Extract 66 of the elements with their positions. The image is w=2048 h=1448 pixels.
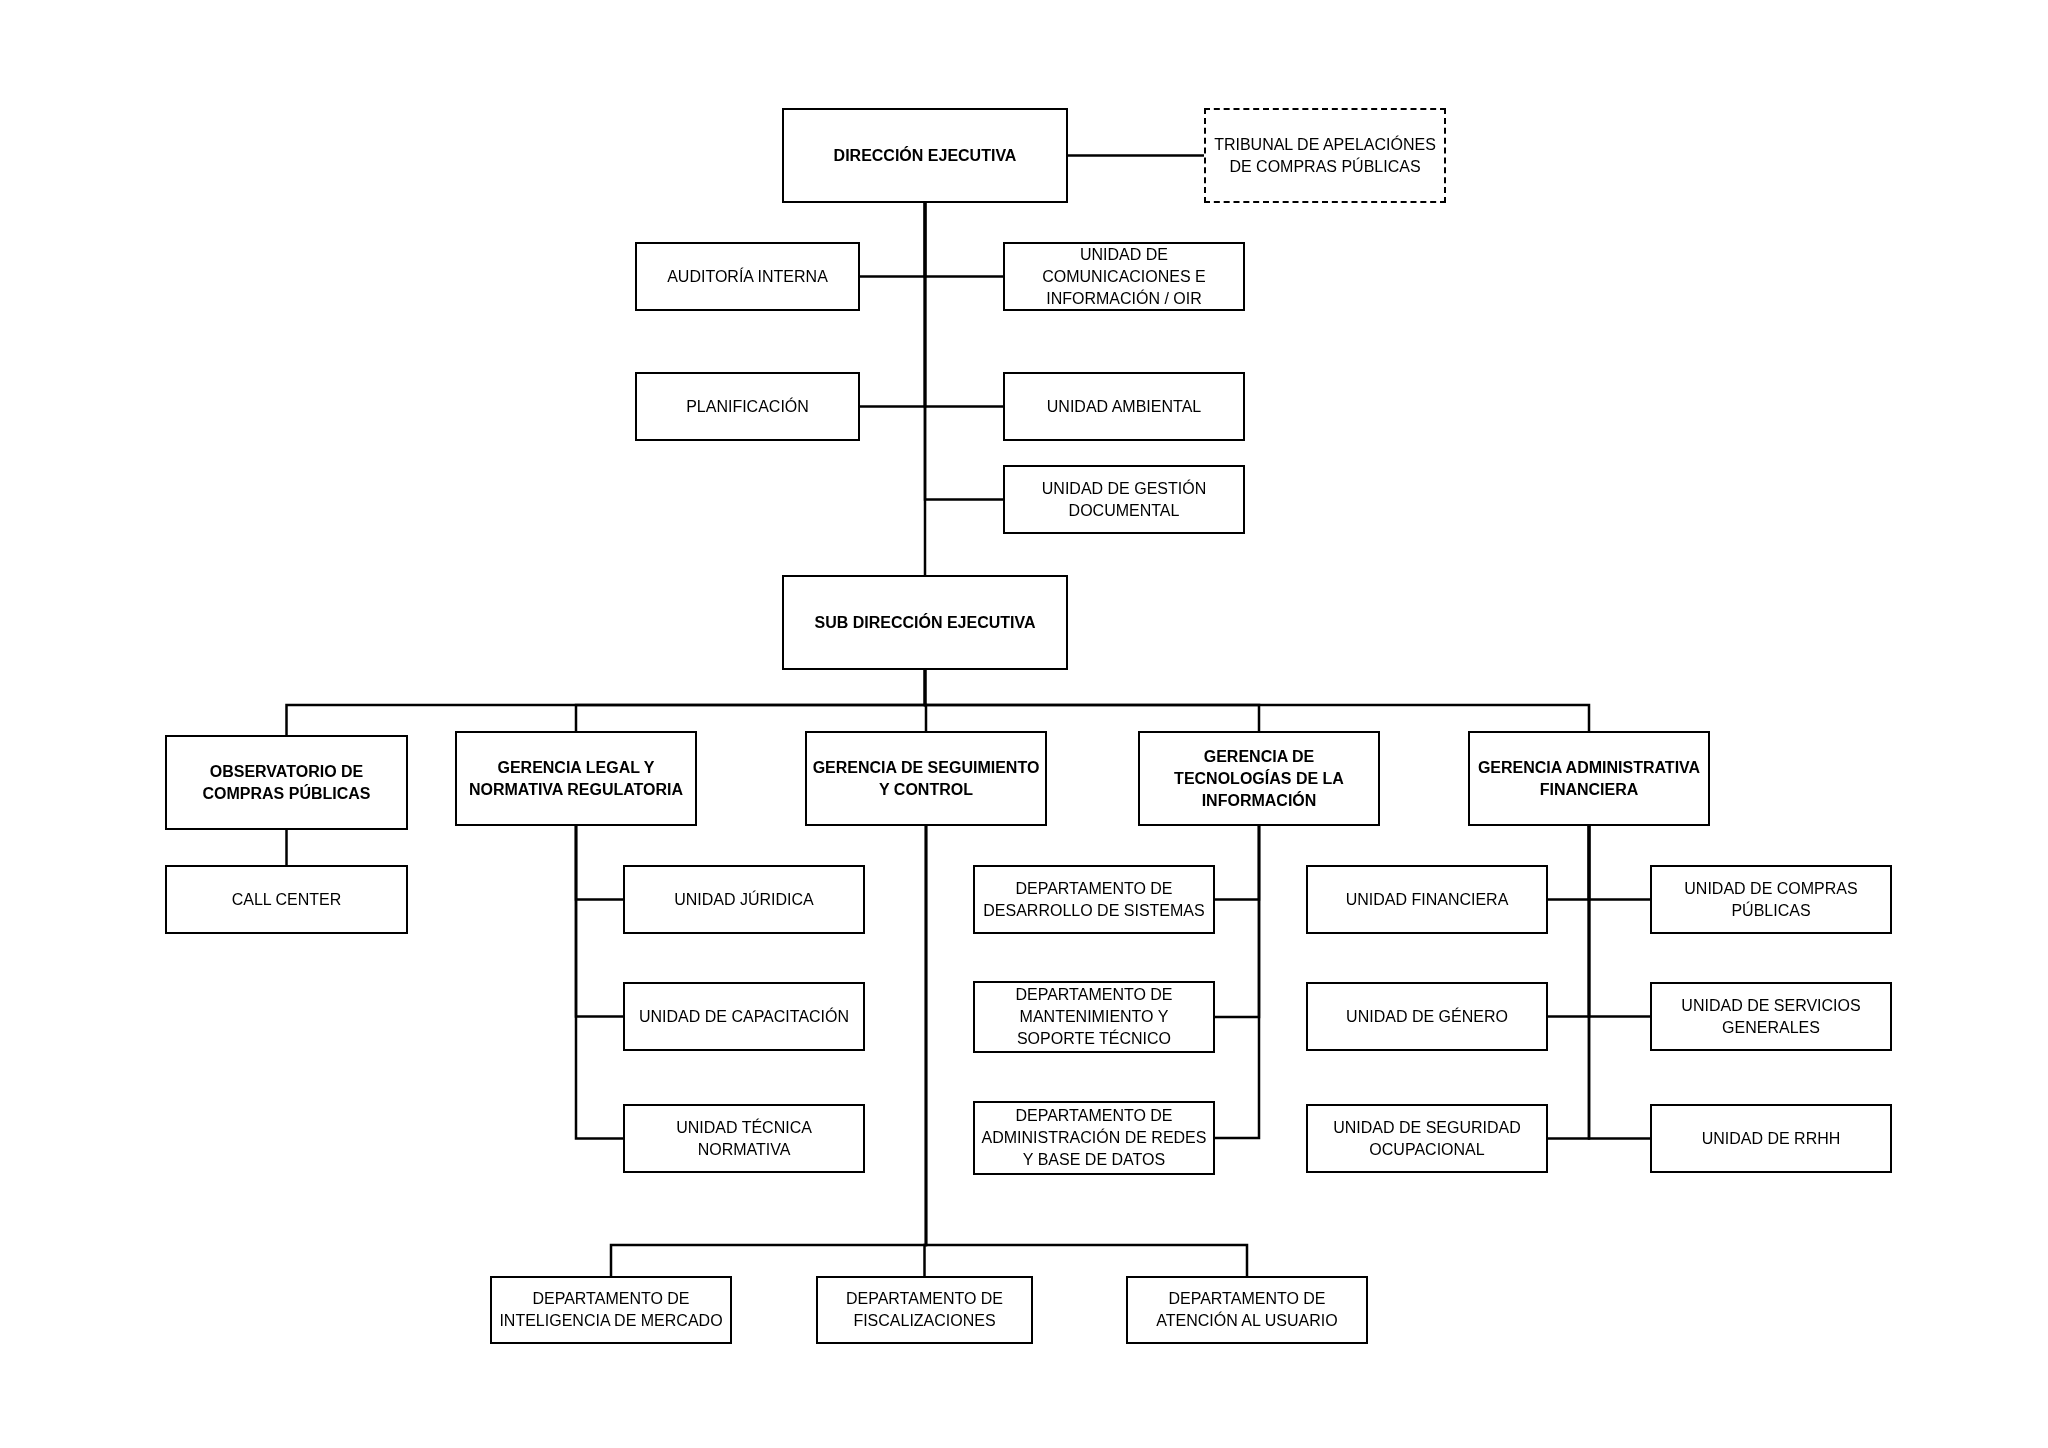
org-unit-box bbox=[1306, 1104, 1548, 1173]
unit-name: PLANIFICACIÓN bbox=[686, 396, 809, 417]
org-unit-box bbox=[1650, 1104, 1892, 1173]
org-unit-box bbox=[816, 1276, 1033, 1344]
unit-name: DEPARTAMENTO DE ADMINISTRACIÓN DE REDES Y BASE DE DATOS bbox=[980, 1106, 1208, 1170]
org-unit-box bbox=[1650, 982, 1892, 1051]
org-unit-box bbox=[805, 731, 1047, 826]
org-unit-box bbox=[455, 731, 697, 826]
unit-name: UNIDAD DE COMUNICACIONES E INFORMACIÓN / OIR bbox=[1041, 244, 1207, 309]
unit-name: UNIDAD TÉCNICA NORMATIVA bbox=[675, 1117, 813, 1160]
connector-line bbox=[923, 203, 927, 575]
org-unit-box bbox=[165, 865, 408, 934]
org-unit-box bbox=[1306, 865, 1548, 934]
unit-name: UNIDAD FINANCIERA bbox=[1345, 889, 1509, 910]
org-unit-box bbox=[973, 981, 1215, 1053]
org-unit-box bbox=[1003, 465, 1245, 534]
unit-name: UNIDAD DE SERVICIOS GENERALES bbox=[1680, 995, 1862, 1038]
connector-line bbox=[285, 830, 288, 865]
connector-line bbox=[923, 670, 1591, 731]
connector-line bbox=[1215, 826, 1261, 1140]
org-unit-box bbox=[623, 982, 865, 1051]
unit-name: GERENCIA ADMINISTRATIVA FINANCIERA bbox=[1476, 757, 1702, 800]
unit-name: UNIDAD DE CAPACITACIÓN bbox=[638, 1006, 850, 1027]
org-unit-box bbox=[490, 1276, 732, 1344]
org-unit-box bbox=[782, 108, 1068, 203]
org-unit-box bbox=[1204, 108, 1446, 203]
unit-name: UNIDAD AMBIENTAL bbox=[1046, 396, 1202, 417]
connector-line bbox=[924, 826, 1249, 1276]
org-unit-box bbox=[1650, 865, 1892, 934]
unit-name: DIRECCIÓN EJECUTIVA bbox=[833, 145, 1017, 166]
unit-name: UNIDAD DE COMPRAS PÚBLICAS bbox=[1683, 878, 1859, 921]
unit-name: UNIDAD DE GÉNERO bbox=[1346, 1006, 1508, 1027]
org-unit-box bbox=[623, 865, 865, 934]
org-unit-box bbox=[1306, 982, 1548, 1051]
connector-line bbox=[1068, 154, 1204, 157]
unit-name: GERENCIA DE TECNOLOGÍAS DE LA INFORMACIÓN bbox=[1173, 746, 1345, 811]
org-unit-box bbox=[782, 575, 1068, 670]
unit-name: DEPARTAMENTO DE FISCALIZACIONES bbox=[844, 1289, 1005, 1331]
unit-name: UNIDAD JÚRIDICA bbox=[674, 889, 814, 910]
org-unit-box bbox=[623, 1104, 865, 1173]
org-unit-box bbox=[973, 865, 1215, 934]
org-unit-box bbox=[1003, 242, 1245, 311]
org-unit-box bbox=[1003, 372, 1245, 441]
unit-name: DEPARTAMENTO DE DESARROLLO DE SISTEMAS bbox=[982, 878, 1206, 921]
unit-name: GERENCIA DE SEGUIMIENTO Y CONTROL bbox=[812, 757, 1040, 800]
unit-name: UNIDAD DE RRHH bbox=[1701, 1128, 1841, 1149]
org-unit-box bbox=[165, 735, 408, 830]
org-unit-box bbox=[635, 242, 860, 311]
org-unit-box bbox=[1138, 731, 1380, 826]
unit-name: DEPARTAMENTO DE MANTENIMIENTO Y SOPORTE TÉCNICO bbox=[1014, 985, 1174, 1049]
unit-name: AUDITORÍA INTERNA bbox=[667, 266, 828, 287]
unit-name: DEPARTAMENTO DE ATENCIÓN AL USUARIO bbox=[1155, 1289, 1339, 1331]
unit-name: UNIDAD DE GESTIÓN DOCUMENTAL bbox=[1040, 478, 1208, 521]
unit-name: SUB DIRECCIÓN EJECUTIVA bbox=[814, 612, 1036, 633]
org-unit-box bbox=[635, 372, 860, 441]
unit-name: CALL CENTER bbox=[231, 889, 342, 910]
org-unit-box bbox=[1468, 731, 1710, 826]
connector-line bbox=[574, 826, 623, 1140]
unit-name: DEPARTAMENTO DE INTELIGENCIA DE MERCADO bbox=[498, 1289, 724, 1331]
connector-line bbox=[1587, 826, 1650, 1140]
unit-name: UNIDAD DE SEGURIDAD OCUPACIONAL bbox=[1332, 1117, 1522, 1160]
unit-name: TRIBUNAL DE APELACIÓNES DE COMPRAS PÚBLICAS bbox=[1213, 134, 1437, 177]
unit-name: OBSERVATORIO DE COMPRAS PÚBLICAS bbox=[201, 761, 372, 804]
org-unit-box bbox=[973, 1101, 1215, 1175]
unit-name: GERENCIA LEGAL Y NORMATIVA REGULATORIA bbox=[467, 757, 685, 800]
org-unit-box bbox=[1126, 1276, 1368, 1344]
